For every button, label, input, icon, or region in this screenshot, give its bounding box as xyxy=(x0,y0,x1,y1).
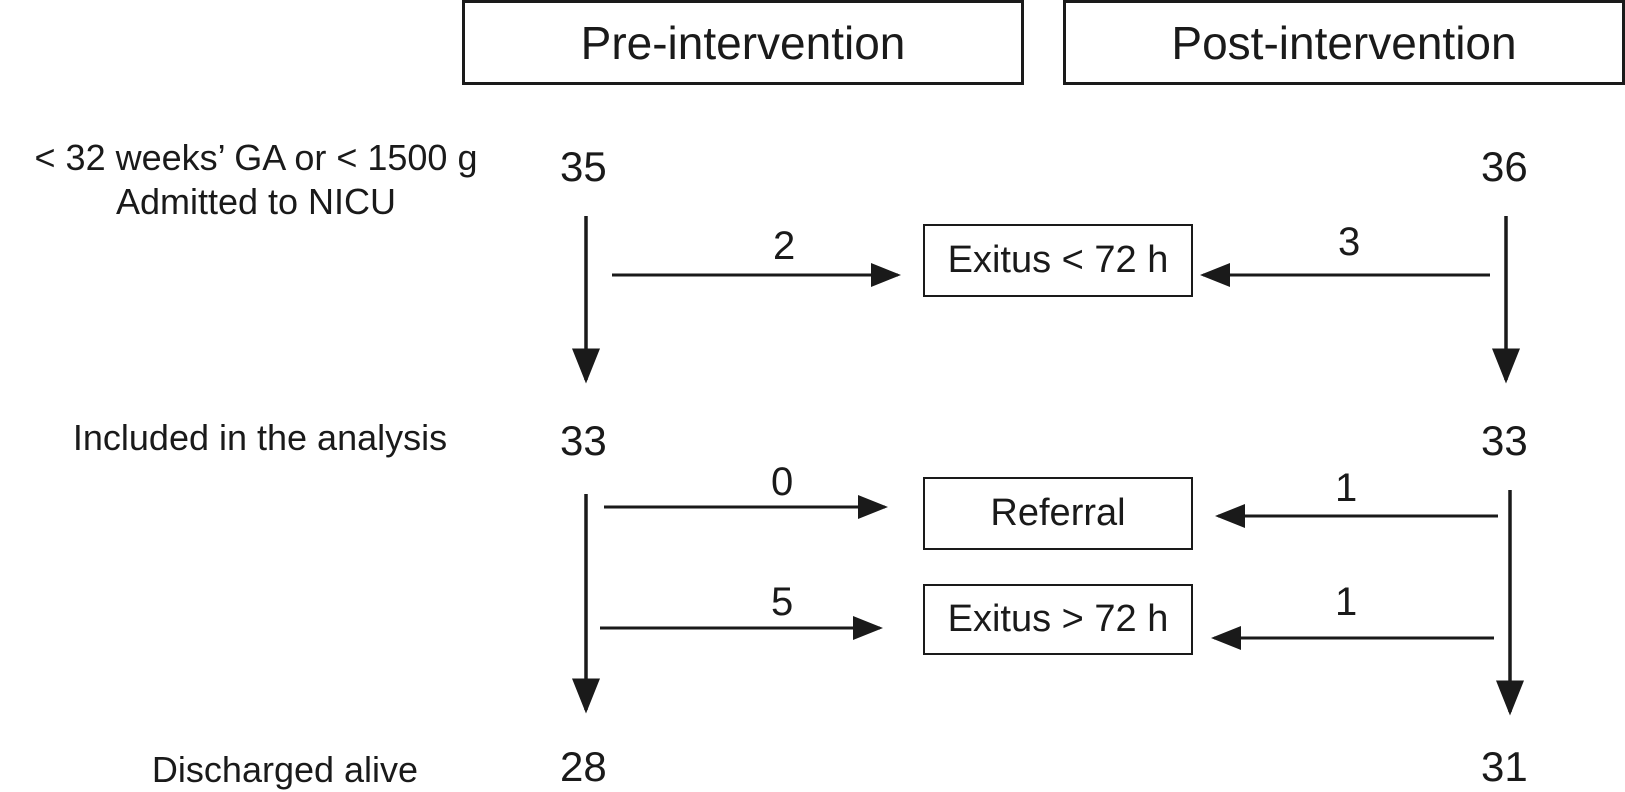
count-pre-eligible: 35 xyxy=(560,143,607,190)
box-exitus-early-label: Exitus < 72 h xyxy=(947,239,1169,281)
row-label-discharged: Discharged alive xyxy=(151,749,419,790)
header-pre-label: Pre-intervention xyxy=(580,16,906,69)
flow-post-exitus-late: 1 xyxy=(1335,580,1358,624)
flow-pre-exitus-late: 5 xyxy=(771,580,794,624)
box-referral: Referral xyxy=(923,477,1193,550)
box-referral-label: Referral xyxy=(990,492,1126,534)
flow-pre-referral: 0 xyxy=(771,460,794,504)
count-post-discharged: 31 xyxy=(1481,743,1528,790)
box-exitus-late: Exitus > 72 h xyxy=(923,584,1193,655)
row-label-included: Included in the analysis xyxy=(72,417,448,458)
flow-pre-exitus-early: 2 xyxy=(773,224,796,268)
box-exitus-late-label: Exitus > 72 h xyxy=(947,598,1169,640)
count-pre-discharged: 28 xyxy=(560,743,607,790)
box-exitus-early: Exitus < 72 h xyxy=(923,224,1193,297)
count-post-included: 33 xyxy=(1481,417,1528,464)
row-label-eligible-line2: Admitted to NICU xyxy=(115,181,397,222)
count-pre-included: 33 xyxy=(560,417,607,464)
flow-post-referral: 1 xyxy=(1335,466,1358,510)
header-post-label: Post-intervention xyxy=(1171,16,1517,69)
flow-post-exitus-early: 3 xyxy=(1338,220,1361,264)
row-label-eligible: < 32 weeks’ GA or < 1500 g Admitted to N… xyxy=(0,136,512,224)
header-post-intervention: Post-intervention xyxy=(1063,0,1625,85)
row-label-eligible-line1: < 32 weeks’ GA or < 1500 g xyxy=(34,137,478,178)
header-pre-intervention: Pre-intervention xyxy=(462,0,1024,85)
count-post-eligible: 36 xyxy=(1481,143,1528,190)
